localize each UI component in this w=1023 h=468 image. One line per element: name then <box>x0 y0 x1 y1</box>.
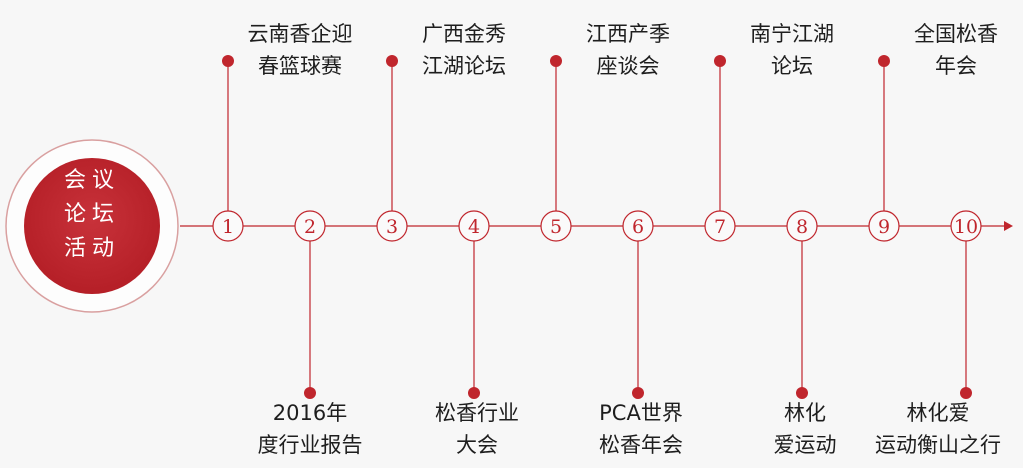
node-circle-2 <box>294 210 326 242</box>
marker-dot-5 <box>550 55 562 67</box>
event-label-9-line-1: 全国松香 <box>914 22 998 46</box>
event-label-6-line-2: 松香年会 <box>599 433 683 457</box>
event-label-5-line-1: 江西产季 <box>586 22 670 46</box>
event-label-8-line-2: 爱运动 <box>773 433 837 457</box>
event-label-3-line-1: 广西金秀 <box>422 22 506 46</box>
node-number-1: 1 <box>222 216 234 238</box>
node-number-4: 4 <box>468 216 480 238</box>
event-label-10-line-2: 运动衡山之行 <box>875 433 1001 457</box>
node-circle-9 <box>868 210 900 242</box>
marker-dot-6 <box>632 387 644 399</box>
event-label-4-line-1: 松香行业 <box>435 401 519 425</box>
marker-dot-4 <box>468 387 480 399</box>
node-number-3: 3 <box>386 216 398 238</box>
node-number-2: 2 <box>304 216 316 238</box>
node-number-5: 5 <box>550 216 562 238</box>
event-label-7-line-2: 论坛 <box>771 54 813 78</box>
event-label-1-line-1: 云南香企迎 <box>247 22 353 46</box>
axis-arrow-icon <box>1004 221 1013 231</box>
event-label-7-line-1: 南宁江湖 <box>750 22 834 46</box>
node-circle-4 <box>458 210 490 242</box>
event-label-7: 南宁江湖论坛 <box>707 18 877 82</box>
marker-dot-9 <box>878 55 890 67</box>
event-label-5-line-2: 座谈会 <box>596 54 660 78</box>
event-label-1-line-2: 春篮球赛 <box>258 54 342 78</box>
event-label-8-line-1: 林化 <box>784 401 826 425</box>
marker-dot-3 <box>386 55 398 67</box>
event-label-1: 云南香企迎春篮球赛 <box>215 18 385 82</box>
marker-dot-8 <box>796 387 808 399</box>
hub-circle <box>24 158 160 294</box>
node-number-7: 7 <box>714 216 726 238</box>
marker-dot-7 <box>714 55 726 67</box>
event-label-4-line-2: 大会 <box>456 433 498 457</box>
hub-line-3: 活动 <box>63 236 120 261</box>
event-label-2: 2016年度行业报告 <box>225 397 395 461</box>
node-number-10: 10 <box>954 216 978 238</box>
event-label-5: 江西产季座谈会 <box>543 18 713 82</box>
event-label-8: 林化爱运动 <box>720 397 890 461</box>
hub-label: 会议 论坛 活动 <box>12 164 172 266</box>
hub-line-2: 论坛 <box>63 202 120 227</box>
node-circle-7 <box>704 210 736 242</box>
event-label-3: 广西金秀江湖论坛 <box>379 18 549 82</box>
marker-dot-1 <box>222 55 234 67</box>
event-label-10: 林化爱运动衡山之行 <box>853 397 1023 461</box>
node-number-8: 8 <box>796 216 808 238</box>
event-label-9: 全国松香年会 <box>871 18 1023 82</box>
node-number-9: 9 <box>878 216 890 238</box>
event-label-4: 松香行业大会 <box>392 397 562 461</box>
marker-dot-2 <box>304 387 316 399</box>
node-circle-10 <box>950 210 982 242</box>
event-label-2-line-1: 2016年 <box>272 401 348 425</box>
marker-dot-10 <box>960 387 972 399</box>
event-label-10-line-1: 林化爱 <box>906 401 970 425</box>
event-label-2-line-2: 度行业报告 <box>257 433 363 457</box>
node-circle-5 <box>540 210 572 242</box>
hub-line-1: 会议 <box>63 168 120 193</box>
node-circle-3 <box>376 210 408 242</box>
event-label-6-line-1: PCA世界 <box>599 401 683 425</box>
node-circle-8 <box>786 210 818 242</box>
node-circle-1 <box>212 210 244 242</box>
event-label-3-line-2: 江湖论坛 <box>422 54 506 78</box>
event-label-9-line-2: 年会 <box>935 54 977 78</box>
node-number-6: 6 <box>632 216 644 238</box>
node-circle-6 <box>622 210 654 242</box>
event-label-6: PCA世界松香年会 <box>556 397 726 461</box>
